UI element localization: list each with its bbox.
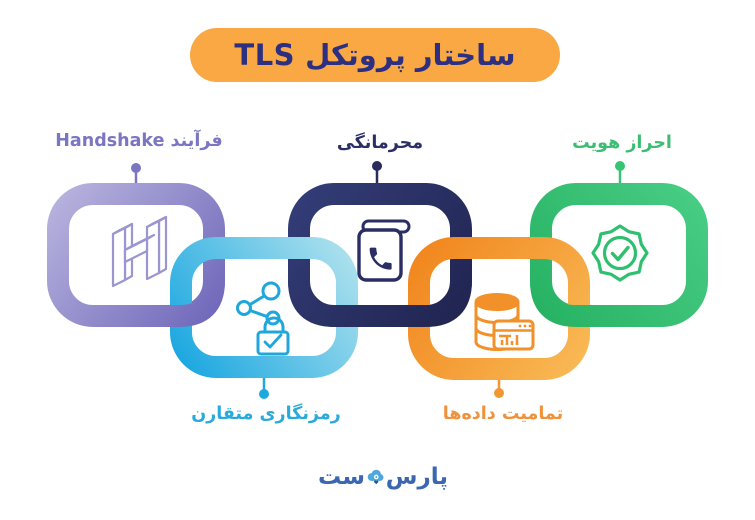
label-handshake: فرآیند Handshake — [55, 131, 223, 151]
dot-symmetric-encryption — [259, 389, 269, 399]
title-banner: ساختار پروتکل TLS — [190, 28, 560, 82]
badge-check-icon — [591, 224, 649, 282]
label-symmetric-encryption: رمزنگاری متقارن — [191, 404, 341, 424]
database-window-icon — [474, 293, 535, 351]
page-title: ساختار پروتکل TLS — [234, 38, 516, 72]
dot-handshake — [131, 163, 141, 173]
weave-patch-purple — [148, 262, 225, 327]
isometric-h-icon — [111, 215, 168, 288]
dot-data-integrity — [494, 388, 504, 398]
weave-patch-green — [530, 262, 622, 327]
chain-links — [47, 183, 708, 380]
logo-text-right: پارس — [385, 464, 448, 490]
dot-authentication — [615, 161, 625, 171]
label-data-integrity: تمامیت داده‌ها — [442, 404, 564, 424]
dot-confidentiality — [372, 161, 382, 171]
cloud-icon — [367, 469, 384, 485]
parshost-logo: پارس ست — [318, 456, 448, 498]
connector-stems — [131, 161, 625, 399]
label-confidentiality: محرمانگی — [336, 133, 424, 153]
share-lock-icon — [236, 281, 290, 356]
phonebook-icon — [357, 219, 411, 282]
label-authentication: احراز هویت — [572, 133, 672, 153]
heart-icon — [374, 480, 379, 485]
logo-text-left: ست — [318, 464, 365, 490]
weave-patch-navy — [288, 262, 472, 327]
